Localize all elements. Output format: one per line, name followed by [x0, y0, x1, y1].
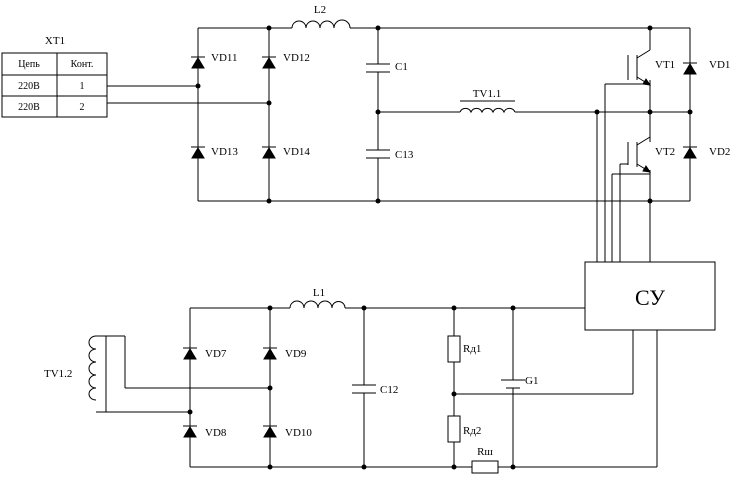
label-rd1: Rд1 [463, 343, 481, 355]
lower-junctions [187, 305, 516, 470]
label-vd2: VD2 [709, 146, 730, 158]
label-vd13: VD13 [211, 146, 238, 158]
diode-vd11: VD11 [191, 52, 237, 69]
control-unit-box [584, 261, 716, 331]
inductor-l2: L2 [291, 4, 351, 29]
diode-vd1: VD1 [683, 59, 730, 75]
resistor-rd2: Rд2 [447, 415, 481, 443]
resistor-rd1: Rд1 [447, 335, 481, 363]
label-vd8: VD8 [205, 427, 227, 439]
transformer-tv11: TV1.1 [459, 88, 516, 114]
capacitor-c13: C13 [366, 149, 414, 161]
label-c13: C13 [395, 149, 414, 161]
label-c12: C12 [380, 384, 398, 396]
connector-row-2-contact: 2 [80, 102, 85, 113]
connector-header-contact: Конт. [71, 59, 94, 70]
control-unit-label: СУ [635, 285, 665, 310]
label-vd7: VD7 [205, 348, 227, 360]
connector-table [1, 52, 108, 118]
connector-header-circuit: Цепь [18, 59, 40, 70]
label-rd2: Rд2 [463, 425, 481, 437]
connector-title: XT1 [45, 35, 65, 47]
label-vd1: VD1 [709, 59, 730, 71]
label-vd11: VD11 [211, 52, 237, 64]
inductor-l1: L1 [289, 287, 346, 309]
connector-xt1: XT1 Цепь Конт. 220В 1 220В 2 [1, 35, 108, 118]
transformer-tv12: TV1.2 [44, 335, 107, 412]
label-l2: L2 [314, 4, 326, 16]
label-vt1: VT1 [655, 59, 675, 71]
battery-g1: G1 [501, 375, 538, 389]
label-vd12: VD12 [283, 52, 310, 64]
connector-row-1-circuit: 220В [18, 81, 40, 92]
label-tv12: TV1.2 [44, 368, 72, 380]
diode-vd9: VD9 [263, 347, 307, 360]
upper-wires [107, 27, 691, 262]
label-vt2: VT2 [655, 146, 675, 158]
label-g1: G1 [525, 375, 538, 387]
transistor-vt1: VT1 [636, 49, 675, 86]
label-vd10: VD10 [285, 427, 312, 439]
connector-row-2-circuit: 220В [18, 102, 40, 113]
diode-vd13: VD13 [191, 146, 238, 159]
diode-vd7: VD7 [183, 347, 227, 360]
resistor-rsh: Rш [471, 446, 499, 474]
label-vd14: VD14 [283, 146, 310, 158]
capacitor-c1: C1 [366, 61, 408, 73]
capacitor-c12: C12 [352, 384, 398, 396]
lower-wires [96, 307, 658, 468]
diode-vd10: VD10 [263, 425, 312, 439]
label-tv11: TV1.1 [473, 88, 501, 100]
diode-vd12: VD12 [262, 52, 310, 69]
upper-junctions [195, 25, 693, 204]
diode-vd2: VD2 [683, 146, 730, 159]
label-c1: C1 [395, 61, 408, 73]
diode-vd8: VD8 [183, 425, 227, 439]
connector-row-1-contact: 1 [80, 81, 85, 92]
label-rsh: Rш [477, 446, 493, 458]
label-vd9: VD9 [285, 348, 307, 360]
diode-vd14: VD14 [262, 146, 310, 159]
transistor-vt2: VT2 [636, 136, 675, 173]
label-l1: L1 [313, 287, 325, 299]
control-unit: СУ [584, 261, 716, 331]
